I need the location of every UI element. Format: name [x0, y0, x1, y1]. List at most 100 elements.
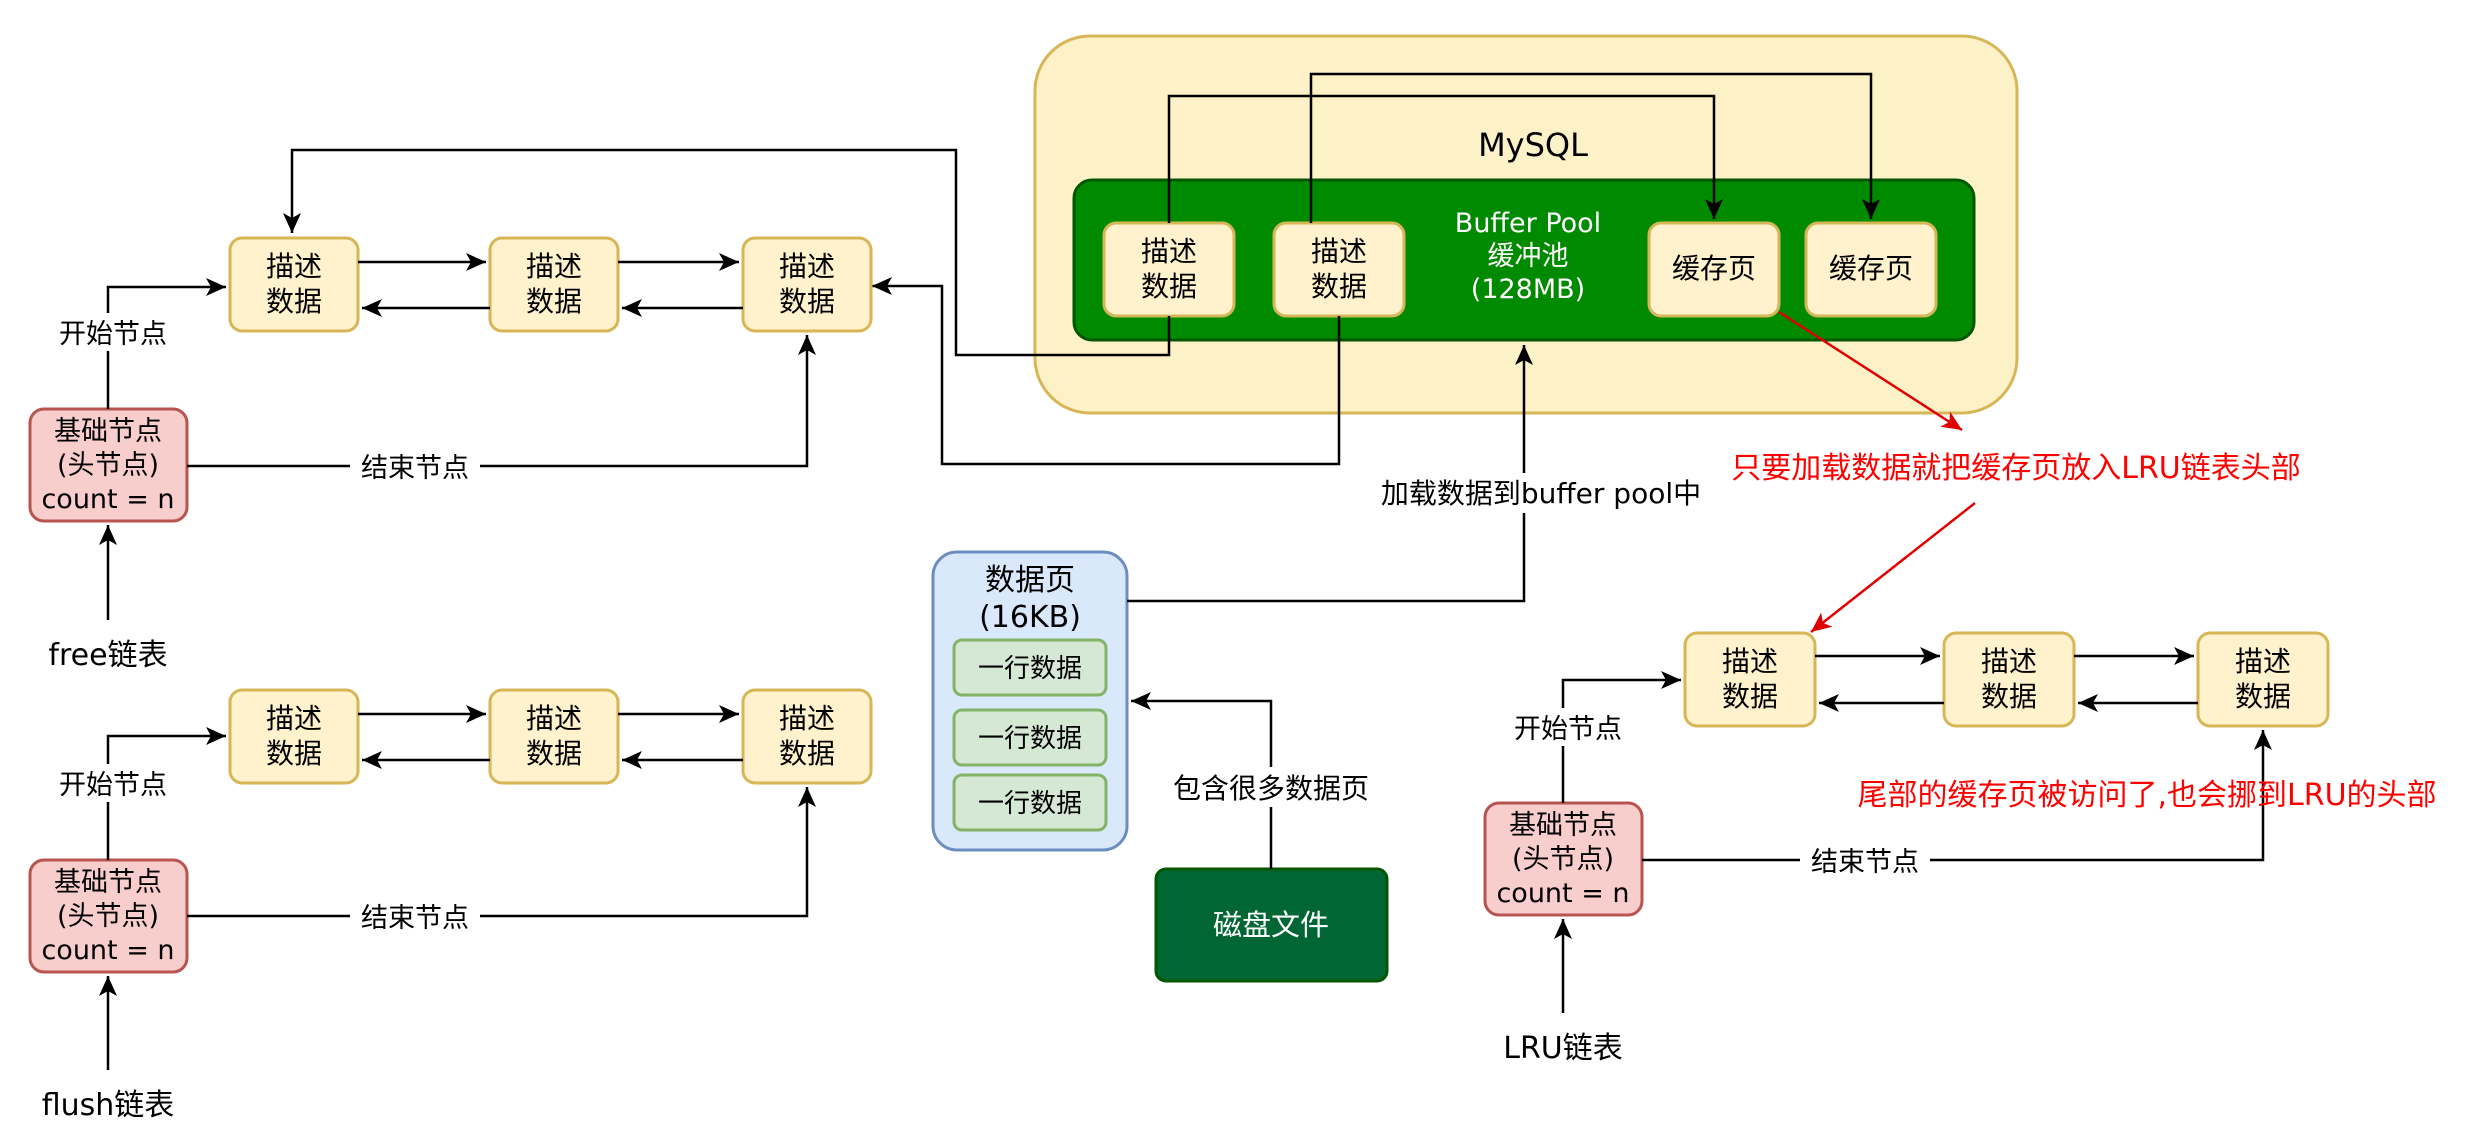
pool-desc2-to-free-node3-arrow: [872, 277, 1341, 466]
lru-head-annotation: 只要加载数据就把缓存页放入LRU链表头部: [1731, 451, 2301, 486]
data-row-1-label: 一行数据: [978, 654, 1082, 684]
pool-desc-block-2[interactable]: 描述 数据: [1272, 221, 1406, 318]
cache-page-1-label: 缓存页: [1672, 252, 1756, 285]
page-to-pool-arrow: [1127, 345, 1533, 603]
flush-node-3[interactable]: 描述 数据: [741, 688, 873, 785]
data-page[interactable]: 数据页 (16KB) 一行数据 一行数据 一行数据: [931, 550, 1129, 852]
data-row-2: 一行数据: [952, 708, 1108, 767]
free-node-3[interactable]: 描述 数据: [741, 236, 873, 333]
data-row-3: 一行数据: [952, 773, 1108, 832]
lru-base-node[interactable]: 基础节点 (头节点) count = n: [1483, 801, 1644, 917]
mysql-title: MySQL: [1478, 126, 1588, 164]
flush-list-label: flush链表: [42, 1088, 175, 1123]
free-base-line2: (头节点): [57, 450, 159, 481]
free-list-label: free链表: [48, 638, 167, 673]
flush-node-1-line2: 数据: [266, 737, 322, 770]
free-start-arrow: [106, 278, 226, 409]
data-page-line1: 数据页: [985, 563, 1075, 598]
contains-pages-label: 包含很多数据页: [1173, 772, 1369, 805]
free-list: 描述 数据 描述 数据 描述 数据 基础节点 (头节点) count = n: [28, 236, 873, 673]
cache-to-annotation-arrow: [1778, 310, 1963, 432]
flush-node-1[interactable]: 描述 数据: [228, 688, 360, 785]
flush-node-3-line2: 数据: [779, 737, 835, 770]
flush-base-line1: 基础节点: [54, 867, 162, 898]
lru-list-label: LRU链表: [1503, 1031, 1623, 1066]
flush-start-label: 开始节点: [59, 770, 167, 801]
disk-file-label: 磁盘文件: [1213, 908, 1329, 942]
free-node-2-line2: 数据: [526, 285, 582, 318]
lru-start-label: 开始节点: [1514, 714, 1622, 745]
data-row-1: 一行数据: [952, 638, 1108, 697]
flush-base-line3: count = n: [41, 935, 174, 966]
free-node-1-line2: 数据: [266, 285, 322, 318]
free-node-1-line1: 描述: [266, 250, 322, 283]
free-base-node[interactable]: 基础节点 (头节点) count = n: [28, 407, 189, 523]
buffer-pool-line3: (128MB): [1471, 274, 1585, 305]
load-to-pool-label: 加载数据到buffer pool中: [1381, 477, 1701, 510]
free-base-line3: count = n: [41, 484, 174, 515]
free-node-3-line1: 描述: [779, 250, 835, 283]
lru-start-arrow: [1561, 671, 1681, 803]
lru-node-1-line1: 描述: [1722, 645, 1778, 678]
pool-desc-1-line2: 数据: [1141, 270, 1197, 303]
flush-node-2-line2: 数据: [526, 737, 582, 770]
pool-desc-block-1[interactable]: 描述 数据: [1102, 221, 1236, 318]
pool-desc-1-line1: 描述: [1141, 235, 1197, 268]
pool-desc-2-line2: 数据: [1311, 270, 1367, 303]
flush-list-connectors: [99, 705, 816, 1070]
lru-list: 描述 数据 描述 数据 描述 数据 基础节点 (头节点) count = n: [1483, 631, 2330, 1066]
desc1-to-cache1-arrow: [1167, 94, 1723, 223]
annotations: 只要加载数据就把缓存页放入LRU链表头部 尾部的缓存页被访问了,也会挪到LRU的…: [1731, 310, 2437, 813]
flush-node-2[interactable]: 描述 数据: [488, 688, 620, 785]
free-node-1[interactable]: 描述 数据: [228, 236, 360, 333]
lru-node-1-line2: 数据: [1722, 680, 1778, 713]
buffer-pool-line1: Buffer Pool: [1455, 208, 1601, 239]
lru-list-connectors: [1554, 647, 2272, 1013]
cache-page-2-label: 缓存页: [1829, 252, 1913, 285]
free-list-connectors: [99, 253, 816, 620]
flush-base-line2: (头节点): [57, 901, 159, 932]
disk-file[interactable]: 磁盘文件: [1154, 867, 1389, 983]
lru-node-2[interactable]: 描述 数据: [1942, 631, 2076, 728]
data-row-2-label: 一行数据: [978, 724, 1082, 754]
free-node-2[interactable]: 描述 数据: [488, 236, 620, 333]
lru-node-3[interactable]: 描述 数据: [2196, 631, 2330, 728]
flush-node-2-line1: 描述: [526, 702, 582, 735]
free-node-3-line2: 数据: [779, 285, 835, 318]
flush-base-node[interactable]: 基础节点 (头节点) count = n: [28, 858, 189, 974]
pool-desc-2-line1: 描述: [1311, 235, 1367, 268]
flush-node-1-line1: 描述: [266, 702, 322, 735]
buffer-pool-line2: 缓冲池: [1488, 241, 1569, 272]
annotation-to-lru-arrow: [1810, 502, 1976, 633]
lru-base-line2: (头节点): [1512, 844, 1614, 875]
flush-start-arrow: [106, 727, 226, 860]
disk-to-page-arrow: [1131, 692, 1273, 869]
pool-desc1-to-free-node1-arrow: [283, 148, 1171, 357]
cache-page-2[interactable]: 缓存页: [1804, 221, 1938, 318]
lru-node-3-line1: 描述: [2235, 645, 2291, 678]
lru-node-2-line2: 数据: [1981, 680, 2037, 713]
free-end-arrow: [187, 335, 816, 468]
flush-end-arrow: [187, 787, 816, 918]
lru-node-3-line2: 数据: [2235, 680, 2291, 713]
lru-tail-annotation: 尾部的缓存页被访问了,也会挪到LRU的头部: [1857, 778, 2436, 813]
flush-list: 描述 数据 描述 数据 描述 数据 基础节点 (头节点) count = n: [28, 688, 873, 1123]
lru-base-line3: count = n: [1496, 878, 1629, 909]
flush-end-label: 结束节点: [361, 903, 469, 934]
free-node-2-line1: 描述: [526, 250, 582, 283]
lru-end-label: 结束节点: [1811, 847, 1919, 878]
data-page-line2: (16KB): [979, 600, 1081, 635]
pool-connectors: [283, 72, 1880, 466]
free-base-line1: 基础节点: [54, 416, 162, 447]
lru-node-1[interactable]: 描述 数据: [1683, 631, 1817, 728]
flush-node-3-line1: 描述: [779, 702, 835, 735]
lru-base-line1: 基础节点: [1509, 810, 1617, 841]
cache-page-1[interactable]: 缓存页: [1647, 221, 1781, 318]
desc2-to-cache2-arrow: [1309, 72, 1880, 223]
data-page-connectors: [1127, 345, 1533, 869]
free-end-label: 结束节点: [361, 453, 469, 484]
data-row-3-label: 一行数据: [978, 789, 1082, 819]
free-start-label: 开始节点: [59, 319, 167, 350]
lru-node-2-line1: 描述: [1981, 645, 2037, 678]
